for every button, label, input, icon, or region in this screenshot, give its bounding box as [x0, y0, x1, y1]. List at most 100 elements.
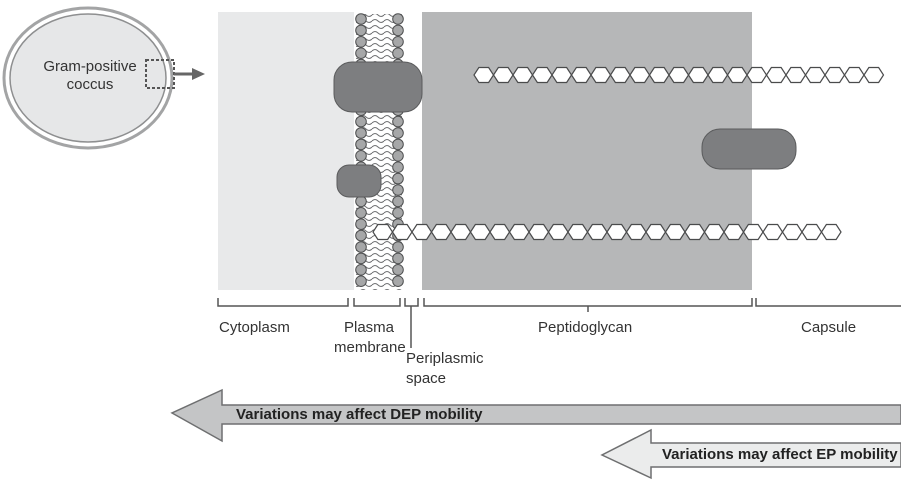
hexagon-unit: [723, 223, 745, 241]
hexagon-unit: [703, 223, 725, 241]
label-cytoplasm: Cytoplasm: [219, 319, 290, 336]
lipid-head-inner: [355, 241, 367, 253]
peptidoglycan-chain-top: [473, 66, 885, 84]
label-periplasmic-space: Periplasmic space: [406, 350, 484, 387]
cell-name-label: Gram-positive coccus: [43, 58, 137, 93]
hexagon-unit: [625, 223, 647, 241]
dep-mobility-label: Variations may affect DEP mobility: [236, 406, 483, 423]
zoom-arrow-head: [192, 68, 205, 80]
bracket-peptidoglycan: [423, 298, 753, 307]
lipid-head-outer: [392, 127, 404, 139]
hexagon-unit: [648, 66, 670, 84]
lipid-head-inner: [355, 264, 367, 276]
lipid-head-inner: [355, 138, 367, 151]
hexagon-unit: [645, 223, 667, 241]
hexagon-unit: [843, 66, 865, 84]
hexagon-unit: [391, 223, 413, 241]
hexagon-unit: [824, 66, 846, 84]
capsule-protein: [701, 128, 797, 170]
hexagon-unit: [508, 223, 530, 241]
lipid-head-inner: [355, 13, 367, 25]
hexagon-unit: [746, 66, 768, 84]
hexagon-unit: [492, 66, 514, 84]
hexagon-unit: [707, 66, 729, 84]
hexagon-unit: [469, 223, 491, 241]
transmembrane-protein: [333, 61, 423, 113]
hexagon-unit: [430, 223, 452, 241]
hexagon-unit: [547, 223, 569, 241]
lipid-head-inner: [355, 229, 367, 242]
plasma-membrane: [355, 13, 404, 290]
hexagon-unit: [726, 66, 748, 84]
bracket-capsule: [755, 298, 901, 307]
hexagon-unit: [762, 223, 784, 241]
hexagon-unit: [664, 223, 686, 241]
lipid-head-outer: [392, 24, 404, 37]
hexagon-unit: [450, 223, 472, 241]
hexagon-unit: [586, 223, 608, 241]
lipid-head-outer: [392, 47, 404, 60]
cytoplasm-region: [218, 12, 354, 290]
hexagon-unit: [609, 66, 631, 84]
lipid-head-inner: [355, 275, 367, 288]
hexagon-unit: [411, 223, 433, 241]
hexagon-unit: [570, 66, 592, 84]
label-plasma-membrane: Plasma membrane: [334, 319, 406, 356]
hexagon-unit: [684, 223, 706, 241]
hexagon-unit: [820, 223, 842, 241]
hexagon-unit: [801, 223, 823, 241]
lipid-head-outer: [392, 275, 404, 288]
hexagon-unit: [551, 66, 573, 84]
lipid-head-outer: [392, 36, 404, 48]
ep-mobility-label: Variations may affect EP mobility: [662, 446, 898, 463]
coccus-cell: [2, 6, 205, 150]
lipid-head-outer: [392, 241, 404, 253]
lipid-head-inner: [355, 127, 367, 139]
lipid-head-inner: [355, 207, 367, 219]
lipid-head-outer: [392, 138, 404, 151]
hexagon-unit: [512, 66, 534, 84]
hexagon-unit: [785, 66, 807, 84]
membrane-protein-small: [336, 164, 382, 198]
lipid-head-outer: [392, 172, 404, 185]
hexagon-unit: [473, 66, 495, 84]
lipid-head-outer: [392, 13, 404, 25]
hexagon-unit: [606, 223, 628, 241]
hexagon-unit: [372, 223, 394, 241]
lipid-head-inner: [355, 47, 367, 60]
bracket-periplasmic-space: [404, 298, 419, 307]
lipid-head-inner: [355, 24, 367, 37]
lipid-head-outer: [392, 161, 404, 173]
region-brackets: [217, 298, 901, 348]
lipid-head-inner: [355, 36, 367, 48]
hexagon-unit: [489, 223, 511, 241]
label-peptidoglycan: Peptidoglycan: [538, 319, 633, 336]
lipid-head-outer: [392, 195, 404, 208]
lipid-head-outer: [392, 150, 404, 162]
hexagon-unit: [528, 223, 550, 241]
hexagon-unit: [781, 223, 803, 241]
label-capsule: Capsule: [801, 319, 857, 336]
hexagon-unit: [629, 66, 651, 84]
bracket-cytoplasm: [217, 298, 349, 307]
lipid-head-outer: [392, 264, 404, 276]
lipid-head-inner: [355, 150, 367, 162]
hexagon-unit: [567, 223, 589, 241]
hexagon-unit: [531, 66, 553, 84]
hexagon-unit: [863, 66, 885, 84]
hexagon-unit: [687, 66, 709, 84]
hexagon-unit: [590, 66, 612, 84]
hexagon-unit: [765, 66, 787, 84]
hexagon-unit: [742, 223, 764, 241]
lipid-head-outer: [392, 207, 404, 219]
lipid-head-inner: [355, 115, 367, 128]
lipid-head-outer: [392, 115, 404, 128]
dep-mobility-arrow: [170, 388, 901, 443]
lipid-head-inner: [355, 218, 367, 230]
peptidoglycan-chain-bottom: [372, 223, 842, 241]
hexagon-unit: [668, 66, 690, 84]
bracket-plasma-membrane: [353, 298, 401, 307]
lipid-head-inner: [355, 252, 367, 265]
peptidoglycan-region: [422, 12, 752, 290]
